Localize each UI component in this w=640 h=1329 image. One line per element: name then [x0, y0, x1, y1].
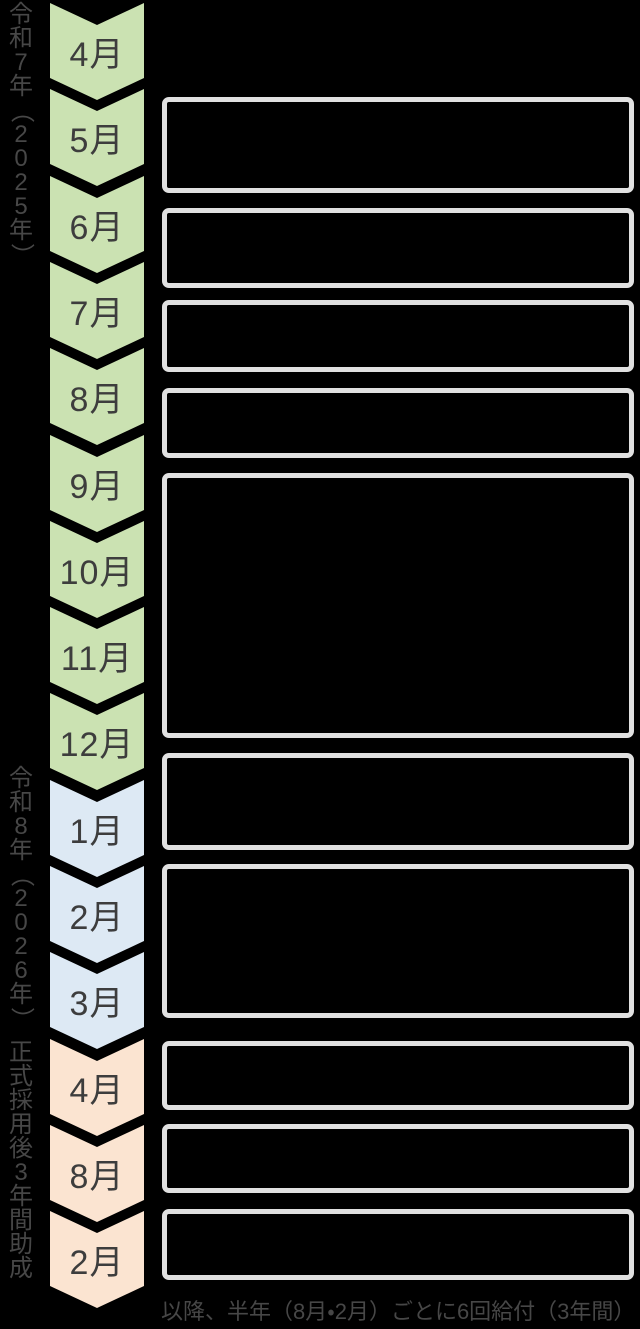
month-chevron: 9月: [50, 435, 144, 532]
month-chevron: 1月: [50, 780, 144, 877]
month-label: 3月: [69, 985, 125, 1023]
footer-note: 以降、半年（8月・2月）ごとに6回給付（3年間）: [161, 1299, 636, 1324]
month-label: 8月: [69, 1158, 125, 1196]
content-box-1: [162, 97, 634, 193]
month-label: 2月: [69, 899, 125, 937]
content-box-7: [162, 864, 634, 1018]
content-box-4: [162, 388, 634, 458]
content-box-8: [162, 1041, 634, 1110]
month-chevron: 3月: [50, 952, 144, 1049]
month-chevron: 7月: [50, 262, 144, 359]
month-chevron: 4月: [50, 3, 144, 100]
content-box-5: [162, 473, 634, 738]
content-box-6: [162, 753, 634, 850]
month-label: 4月: [69, 1072, 125, 1110]
month-label: 9月: [69, 468, 125, 506]
month-label: 8月: [69, 381, 125, 419]
month-chevron: 8月: [50, 1125, 144, 1222]
content-box-10: [162, 1209, 634, 1280]
content-box-9: [162, 1124, 634, 1193]
month-label: 7月: [69, 295, 125, 333]
month-label: 11月: [60, 640, 134, 678]
content-box-3: [162, 300, 634, 372]
month-chevron: 8月: [50, 348, 144, 445]
month-chevron: 12月: [50, 693, 144, 790]
month-chevron: 10月: [50, 521, 144, 618]
month-chevron: 4月: [50, 1039, 144, 1136]
month-label: 10月: [59, 554, 135, 592]
month-chevron: 6月: [50, 176, 144, 273]
month-chevron: 11月: [50, 607, 144, 704]
month-chevron: 2月: [50, 1211, 144, 1308]
month-label: 5月: [69, 122, 125, 160]
content-box-2: [162, 208, 634, 288]
month-label: 2月: [69, 1244, 125, 1282]
month-label: 1月: [69, 813, 125, 851]
month-label: 12月: [59, 726, 135, 764]
month-label: 6月: [69, 209, 125, 247]
month-label: 4月: [69, 36, 125, 74]
month-chevron: 5月: [50, 89, 144, 186]
month-chevron: 2月: [50, 866, 144, 963]
